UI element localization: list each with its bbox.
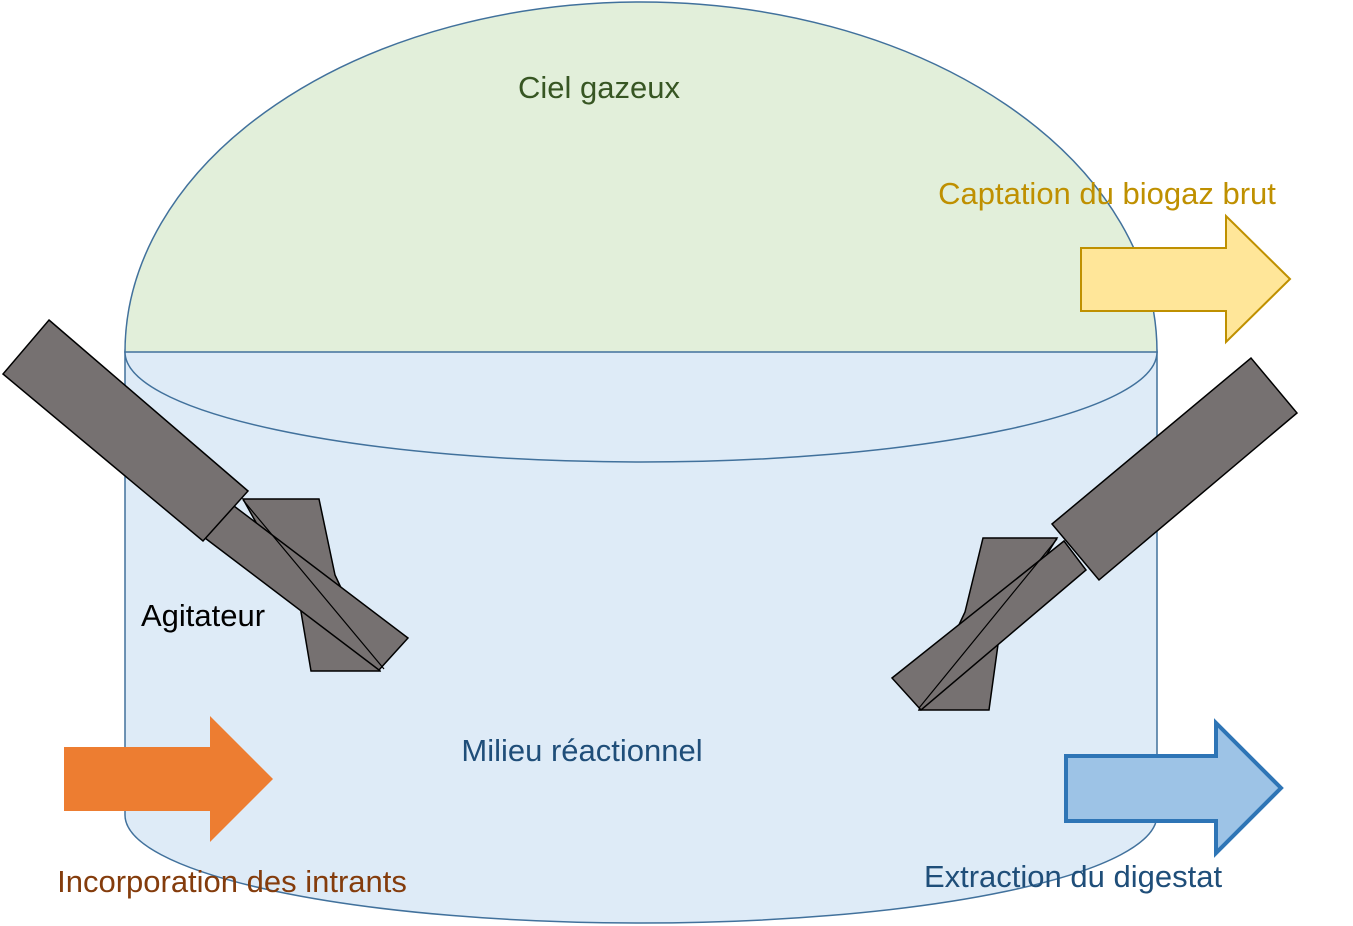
biogas-capture-label: Captation du biogaz brut	[938, 176, 1276, 211]
agitator-right-shaft-edge	[918, 538, 1058, 709]
tank-cylinder	[124, 351, 1158, 924]
input-incorporation-label: Incorporation des intrants	[57, 864, 407, 899]
biogas-capture-arrow	[1080, 213, 1292, 345]
agitator-right-motor	[1050, 356, 1299, 582]
digestate-extraction-label: Extraction du digestat	[924, 859, 1223, 894]
gas-space-label: Ciel gazeux	[518, 70, 680, 105]
agitator-right-shaft	[890, 539, 1088, 712]
gas-dome	[124, 1, 1158, 353]
input-incorporation-arrow	[64, 716, 273, 842]
reaction-medium-label: Milieu réactionnel	[461, 733, 702, 768]
agitator-left-shaft-edge	[242, 499, 385, 670]
agitator-label: Agitateur	[141, 598, 265, 633]
agitator-left	[1, 318, 410, 672]
agitator-left-motor	[1, 318, 250, 543]
digestate-extraction-arrow	[1064, 718, 1284, 858]
agitator-right	[890, 356, 1299, 712]
